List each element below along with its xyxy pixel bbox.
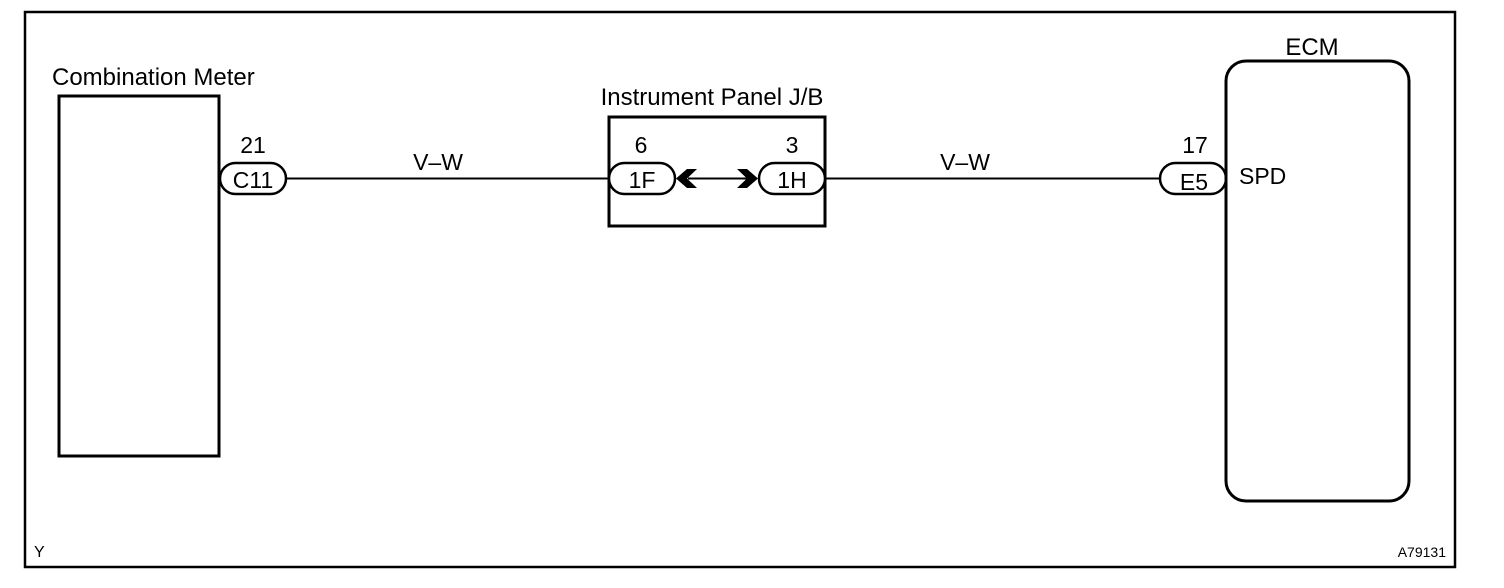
terminal-arrow-left-icon bbox=[676, 169, 697, 188]
connector-1f-pin: 6 bbox=[635, 132, 648, 158]
ecm-terminal-name: SPD bbox=[1239, 163, 1286, 189]
terminal-arrow-right-icon bbox=[737, 169, 758, 188]
connector-1f-shape bbox=[607, 161, 677, 196]
wire-right-color-code: V–W bbox=[940, 149, 990, 175]
instrument-panel-junction-block: Instrument Panel J/B 6 1F 3 1H bbox=[601, 84, 827, 228]
junction-block-label: Instrument Panel J/B bbox=[601, 84, 824, 111]
connector-1h-code: 1H bbox=[777, 167, 806, 193]
ecm-box bbox=[1224, 59, 1411, 503]
wire-left-color-code: V–W bbox=[413, 149, 463, 175]
connector-1f-code: 1F bbox=[629, 167, 656, 193]
connector-1h-pin: 3 bbox=[786, 132, 799, 158]
figure-id: A79131 bbox=[1398, 544, 1446, 560]
connector-c11-code: C11 bbox=[233, 167, 274, 193]
connector-e5: 17 E5 bbox=[1158, 132, 1228, 196]
wire-right: V–W bbox=[825, 149, 1160, 180]
wire-left: V–W bbox=[286, 149, 609, 180]
ecm-label: ECM bbox=[1285, 34, 1338, 61]
connector-e5-code: E5 bbox=[1180, 169, 1208, 195]
combination-meter: Combination Meter bbox=[52, 64, 255, 458]
connector-e5-pin: 17 bbox=[1182, 132, 1208, 158]
corner-mark: Y bbox=[34, 544, 45, 561]
diagram-frame bbox=[23, 10, 1457, 569]
combination-meter-box bbox=[57, 94, 221, 458]
connector-c11-pin: 21 bbox=[240, 132, 266, 158]
junction-block-box bbox=[607, 115, 827, 228]
ecm: ECM SPD bbox=[1224, 34, 1411, 503]
connector-c11: 21 C11 bbox=[218, 132, 288, 196]
combination-meter-label: Combination Meter bbox=[52, 64, 255, 91]
